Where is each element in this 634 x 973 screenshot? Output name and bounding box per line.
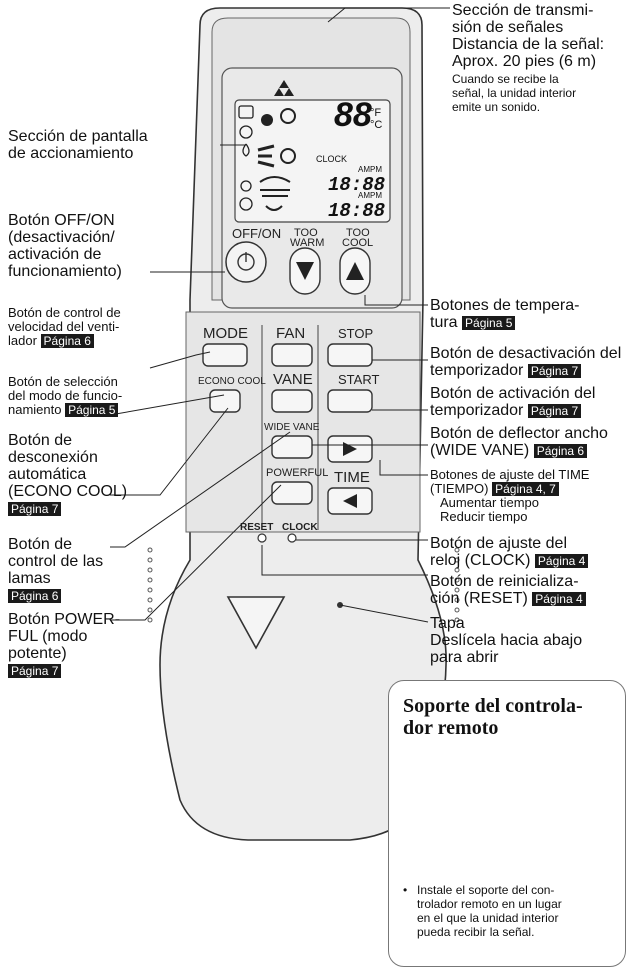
page-ref: Página 6 <box>8 589 62 603</box>
page-ref: Página 4, 7 <box>492 482 559 496</box>
page-ref: Página 4 <box>534 554 589 568</box>
lcd-temperature: 88 <box>334 96 372 134</box>
econo-cool-label: ECONO COOL <box>198 376 266 387</box>
too-cool-label: TOO <box>346 227 370 239</box>
page-ref: Página 7 <box>8 664 62 678</box>
side-grip-right <box>454 547 460 623</box>
too-warm-label: TOO <box>294 227 318 239</box>
lcd-ampm-2: AMPM <box>358 191 382 200</box>
fan-label: FAN <box>276 325 305 342</box>
svg-text:WARM: WARM <box>290 237 324 249</box>
label-time-adjust: Botones de ajuste del TIME (TIEMPO) Pági… <box>430 467 590 524</box>
time-label: TIME <box>334 469 370 486</box>
svg-text:COOL: COOL <box>342 237 373 249</box>
page-ref: Página 4 <box>532 592 586 606</box>
label-fan-speed: Botón de control de velocidad del venti-… <box>8 305 121 348</box>
mode-label: MODE <box>203 325 248 342</box>
label-econo-cool: Botón de desconexión automática (ECONO C… <box>8 432 128 516</box>
holder-note: • Instale el soporte del con- trolador r… <box>403 883 562 939</box>
label-off-on: Botón OFF/ON (desactivación/ activación … <box>8 212 122 280</box>
page-ref: Página 7 <box>527 404 582 418</box>
page-ref: Página 6 <box>40 334 94 348</box>
clock-label: CLOCK <box>282 522 318 533</box>
holder-title: Soporte del controla- dor remoto <box>403 695 583 739</box>
lcd-screen <box>234 99 391 223</box>
page-ref: Página 6 <box>533 444 588 458</box>
wide-vane-label: WIDE VANE <box>264 422 320 433</box>
label-transmission: Sección de transmi- sión de señales Dist… <box>452 2 605 70</box>
stop-label: STOP <box>338 326 373 341</box>
label-vane: Botón de control de las lamas Página 6 <box>8 536 104 603</box>
off-on-label: OFF/ON <box>232 226 281 241</box>
page-ref: Página 5 <box>462 316 516 330</box>
lcd-time-2: 18:88 <box>328 200 385 222</box>
timer-stop-button <box>327 343 373 367</box>
label-timer-off: Botón de desactivación del temporizador … <box>430 345 622 379</box>
lcd-deg-c: °C <box>370 119 382 131</box>
lcd-time-1: 18:88 <box>328 174 385 196</box>
powerful-button <box>271 481 313 505</box>
label-temperature: Botones de tempera- tura Página 5 <box>430 297 580 331</box>
wide-vane-button <box>271 435 313 459</box>
vane-button <box>271 389 313 413</box>
label-transmission-note: Cuando se recibe la señal, la unidad int… <box>452 72 577 114</box>
page-ref: Página 7 <box>8 502 62 516</box>
mode-icons <box>238 105 254 211</box>
econo-cool-button <box>209 389 241 413</box>
label-mode-select: Botón de selección del modo de funcio- n… <box>8 374 123 417</box>
reset-label: RESET <box>240 522 273 533</box>
vane-label: VANE <box>273 371 313 388</box>
label-timer-on: Botón de activación del temporizador Pág… <box>430 385 596 419</box>
timer-start-button <box>327 389 373 413</box>
label-clock-adjust: Botón de ajuste del reloj (CLOCK) Página… <box>430 535 589 569</box>
page-ref: Página 7 <box>527 364 582 378</box>
label-cover: Tapa Deslícela hacia abajo para abrir <box>430 615 583 666</box>
lcd-deg-f: °F <box>370 107 381 119</box>
mode-button <box>202 343 248 367</box>
clock-button <box>287 533 297 543</box>
mitsubishi-logo-icon <box>274 80 294 96</box>
label-display-section: Sección de pantalla de accionamiento <box>8 128 148 162</box>
page-ref: Página 5 <box>65 403 119 417</box>
vane-icons <box>259 176 291 211</box>
label-powerful: Botón POWER- FUL (modo potente) Página 7 <box>8 611 121 678</box>
label-reset: Botón de reinicializa- ción (RESET) Pági… <box>430 573 586 607</box>
lcd-clock-label: CLOCK <box>316 154 347 164</box>
cover-arrow-icon <box>226 596 286 650</box>
start-label: START <box>338 372 379 387</box>
lcd-ampm-1: AMPM <box>358 165 382 174</box>
holder-panel: Soporte del controla- dor remoto • Insta… <box>388 680 626 967</box>
reset-button <box>257 533 267 543</box>
side-grip-left <box>147 547 153 623</box>
fan-button <box>271 343 313 367</box>
leader-lines <box>109 7 450 623</box>
powerful-label: POWERFUL <box>266 467 328 479</box>
fan-speed-icons <box>257 108 296 168</box>
label-wide-vane: Botón de deflector ancho (WIDE VANE) Pág… <box>430 425 608 459</box>
